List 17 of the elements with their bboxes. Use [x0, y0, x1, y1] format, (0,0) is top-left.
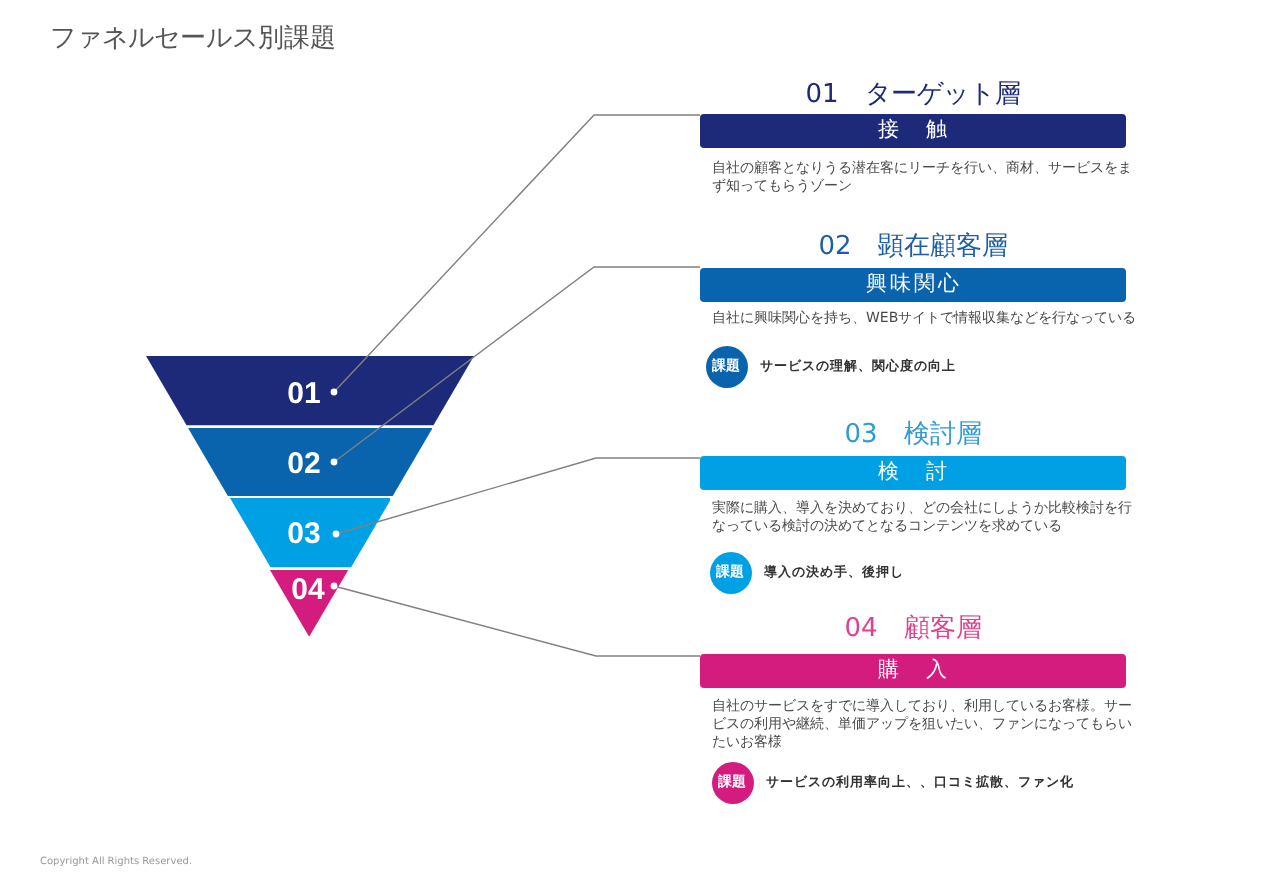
segment-number: 01	[287, 379, 321, 409]
title-bar: 検 討	[700, 456, 1126, 490]
leader-line	[332, 457, 701, 538]
section-heading: 01 ターゲット層	[803, 78, 1023, 114]
title-bar: 接 触	[700, 114, 1126, 148]
segment-number: 03	[287, 519, 321, 549]
section-heading: 04 顧客層	[842, 612, 984, 648]
leader-line	[330, 266, 701, 466]
section-heading: 03 検討層	[842, 418, 984, 454]
leader-line	[330, 114, 701, 396]
title: ファネルセールス別課題	[50, 24, 336, 56]
section-heading: 02 顕在顧客層	[816, 230, 1010, 266]
segment-number: 04	[291, 574, 325, 605]
leader-line	[330, 582, 701, 657]
title-bar: 興味関心	[700, 268, 1126, 302]
segment-number: 02	[287, 448, 321, 479]
title-bar: 購 入	[700, 654, 1126, 688]
